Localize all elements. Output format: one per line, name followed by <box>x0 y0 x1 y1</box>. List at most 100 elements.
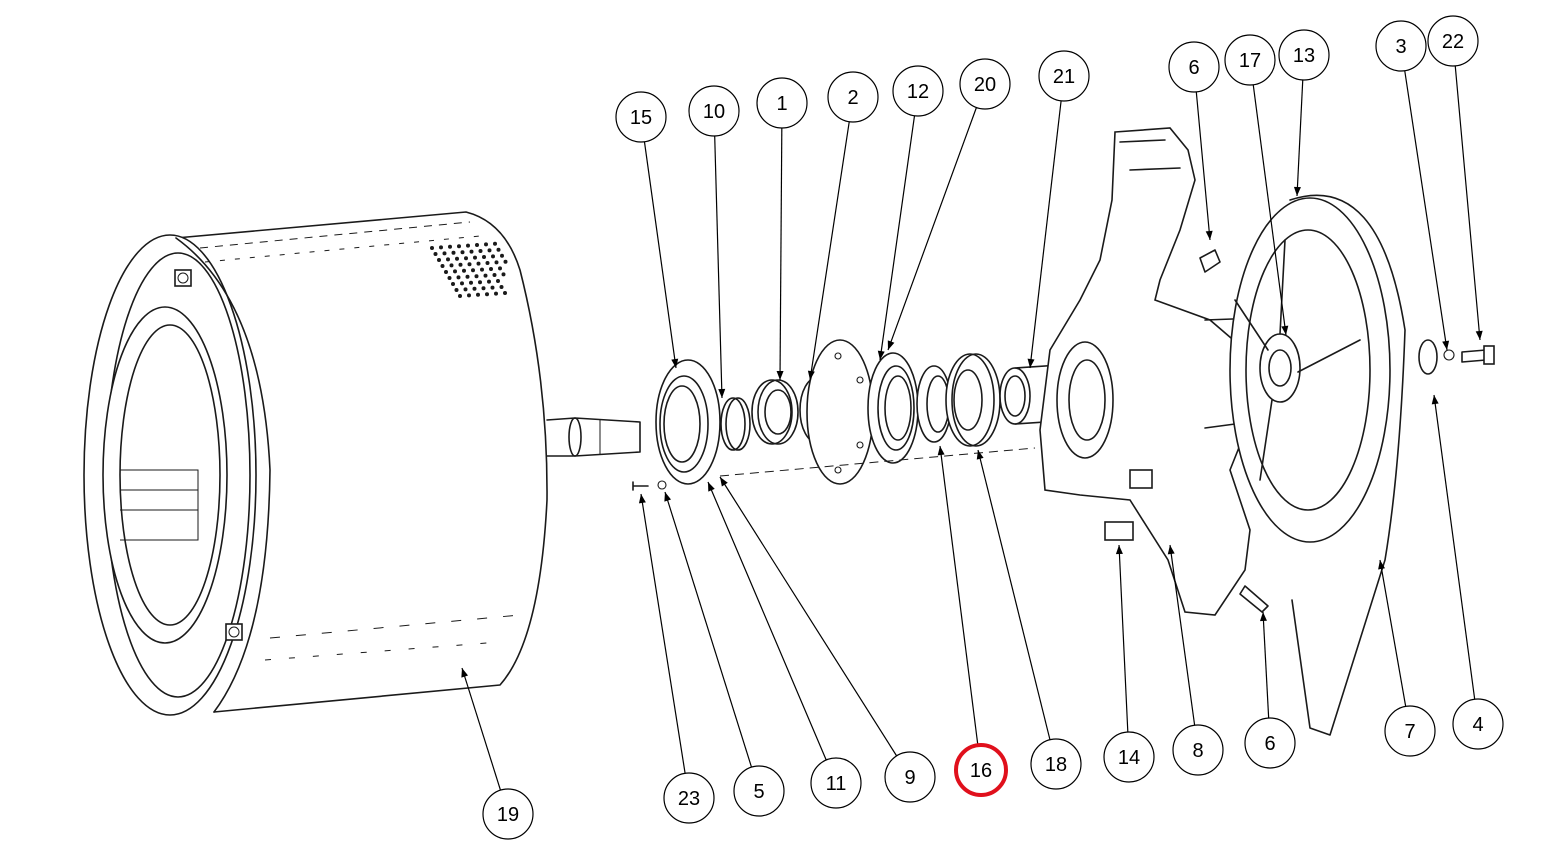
callout-17[interactable]: 17 <box>1224 34 1276 86</box>
callout-label: 13 <box>1293 45 1315 67</box>
callout-7[interactable]: 7 <box>1384 705 1436 757</box>
perforation-hole <box>494 291 498 296</box>
callout-23[interactable]: 23 <box>663 772 715 824</box>
leader-arrow-17 <box>1281 325 1289 335</box>
callout-circle <box>1375 20 1427 72</box>
callout-circle <box>1278 29 1330 81</box>
callout-6[interactable]: 6 <box>1244 717 1296 769</box>
perforation-hole <box>485 292 489 297</box>
perforation-hole <box>447 276 452 280</box>
leader-line-8 <box>1169 544 1196 726</box>
callout-label: 1 <box>776 93 787 115</box>
perforation-hole <box>442 251 447 256</box>
callout-9[interactable]: 9 <box>884 751 936 803</box>
callout-6[interactable]: 6 <box>1168 41 1220 93</box>
leader-line-10 <box>714 135 723 399</box>
leader-line-16 <box>939 445 979 746</box>
callout-3[interactable]: 3 <box>1375 20 1427 72</box>
perforation-hole <box>500 253 504 258</box>
leader-line-6 <box>1262 611 1270 719</box>
callout-10[interactable]: 10 <box>688 85 740 137</box>
perforation-hole <box>439 245 443 250</box>
callout-circle <box>1030 738 1082 790</box>
callout-circle <box>482 788 534 840</box>
perforation-hole <box>458 262 463 267</box>
callout-label: 6 <box>1188 57 1199 79</box>
callout-1[interactable]: 1 <box>756 77 808 129</box>
callout-2[interactable]: 2 <box>827 71 879 123</box>
callout-label: 9 <box>904 767 915 789</box>
perforation-hole <box>493 241 497 246</box>
leader-line-7 <box>1379 559 1407 707</box>
perforation-hole <box>478 249 483 253</box>
callout-circle <box>959 58 1011 110</box>
leader-lines <box>461 65 1483 791</box>
leader-arrow-6 <box>1259 612 1267 622</box>
callout-label: 7 <box>1404 721 1415 743</box>
perforation-hole <box>444 270 448 274</box>
perforation-hole <box>449 263 454 268</box>
perforation-hole <box>451 250 456 255</box>
callout-circle <box>827 71 879 123</box>
callout-circle <box>1244 717 1296 769</box>
callout-5[interactable]: 5 <box>733 765 785 817</box>
callout-13[interactable]: 13 <box>1278 29 1330 81</box>
callout-4[interactable]: 4 <box>1452 698 1504 750</box>
perforation-hole <box>451 282 455 286</box>
callout-label: 17 <box>1239 50 1261 72</box>
perforation-hole <box>440 264 445 268</box>
callout-11[interactable]: 11 <box>810 757 862 809</box>
perforation-pattern <box>430 241 508 298</box>
drum-assembly <box>83 211 641 716</box>
perforation-hole <box>462 268 466 273</box>
perforation-hole <box>494 260 499 265</box>
perforation-hole <box>492 273 497 277</box>
leader-arrow-21 <box>1027 358 1035 368</box>
leader-arrow-14 <box>1115 545 1123 555</box>
leader-arrow-20 <box>887 340 895 350</box>
leader-line-22 <box>1454 65 1481 341</box>
bearing-stack <box>632 339 1106 491</box>
perforation-hole <box>476 292 480 297</box>
perforation-hole <box>487 248 492 253</box>
perforation-hole <box>458 294 462 298</box>
callout-15[interactable]: 15 <box>615 91 667 143</box>
callout-label: 23 <box>678 788 700 810</box>
callout-circle <box>615 91 667 143</box>
leader-line-9 <box>719 476 898 757</box>
callout-22[interactable]: 22 <box>1427 15 1479 67</box>
perforation-hole <box>496 247 501 252</box>
leader-arrow-6 <box>1205 230 1213 240</box>
perforation-hole <box>482 255 486 259</box>
callout-label: 6 <box>1264 733 1275 755</box>
perforation-hole <box>456 275 461 280</box>
perforation-hole <box>455 256 459 261</box>
callout-20[interactable]: 20 <box>959 58 1011 110</box>
callout-18[interactable]: 18 <box>1030 738 1082 790</box>
perforation-hole <box>499 285 504 289</box>
callout-circle <box>1427 15 1479 67</box>
callout-circle <box>1452 698 1504 750</box>
callout-label: 5 <box>753 781 764 803</box>
callout-14[interactable]: 14 <box>1103 731 1155 783</box>
pulley-and-belt <box>1229 194 1495 736</box>
callout-label: 11 <box>826 773 847 795</box>
perforation-hole <box>469 280 473 285</box>
leader-line-13 <box>1296 79 1304 197</box>
callout-label: 20 <box>974 74 996 96</box>
perforation-hole <box>483 273 488 278</box>
callout-21[interactable]: 21 <box>1038 50 1090 102</box>
callout-circle <box>810 757 862 809</box>
callout-label: 14 <box>1118 747 1140 769</box>
leader-arrow-12 <box>877 350 885 360</box>
callout-16[interactable]: 16 <box>954 743 1008 797</box>
leader-line-12 <box>879 115 916 361</box>
callout-label: 3 <box>1395 36 1406 58</box>
callout-label: 21 <box>1053 66 1075 88</box>
perforation-hole <box>453 269 457 274</box>
callout-12[interactable]: 12 <box>892 65 944 117</box>
leader-line-19 <box>461 667 502 791</box>
callout-19[interactable]: 19 <box>482 788 534 840</box>
callout-8[interactable]: 8 <box>1172 724 1224 776</box>
